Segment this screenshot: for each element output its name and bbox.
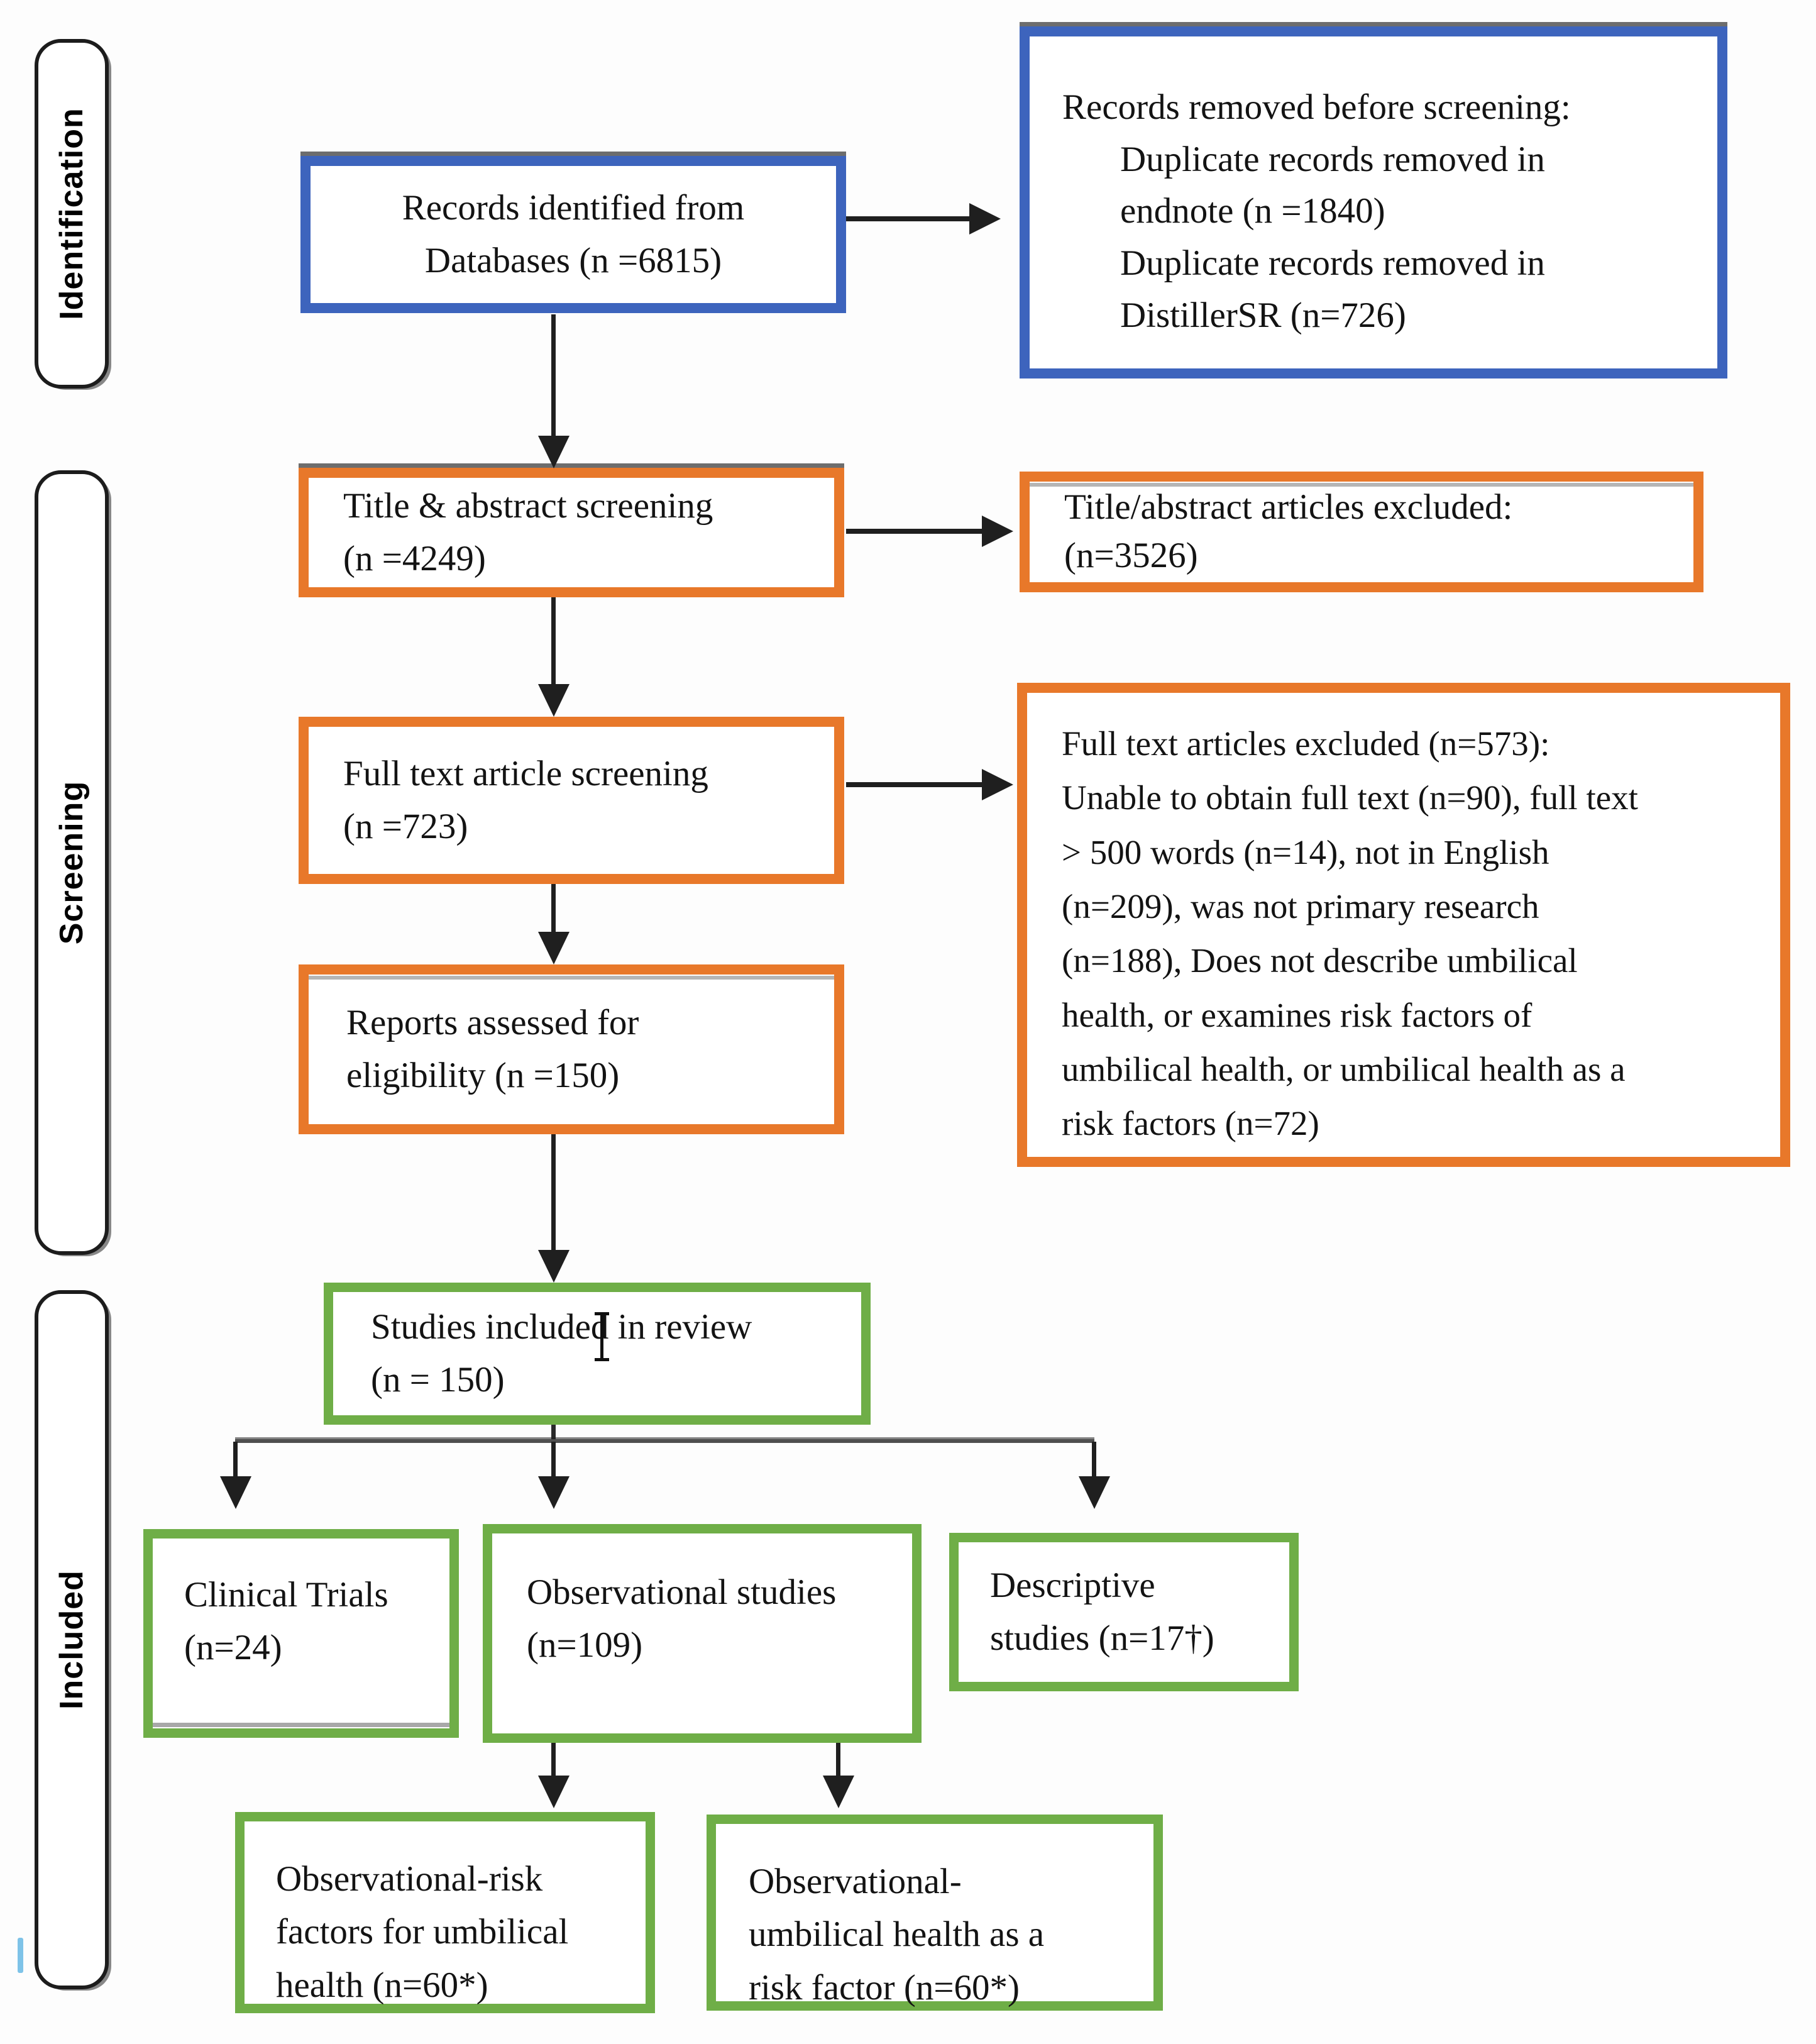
stage-included-label: Included (53, 1570, 91, 1710)
box-reports-assessed: Reports assessed for eligibility (n =150… (299, 964, 844, 1134)
blue-tick-artifact (18, 1938, 23, 1973)
arrow-branch-to-descriptive (1092, 1442, 1096, 1476)
box-observational-studies-text: Observational studies (n=109) (527, 1572, 837, 1666)
box-clinical-trials-text: Clinical Trials (n=24) (184, 1575, 388, 1668)
stage-screening: Screening (35, 470, 109, 1255)
box-observational-risk-factors-text: Observational-risk factors for umbilical… (276, 1859, 569, 2005)
stage-included: Included (35, 1290, 109, 1989)
box-reports-assessed-text: Reports assessed for eligibility (n =150… (346, 1002, 639, 1095)
box-records-removed-item-distillersr: Duplicate records removed in DistillerSR… (1120, 243, 1545, 335)
box-records-removed-title: Records removed before screening: (1062, 87, 1571, 127)
box-observational-risk-factor-outcome-text: Observational- umbilical health as a ris… (749, 1862, 1045, 2008)
arrow-identified-to-title-abstract (551, 314, 556, 436)
connector-included-stub (551, 1425, 556, 1441)
arrow-title-abstract-to-excluded (846, 529, 982, 534)
box-observational-risk-factor-outcome: Observational- umbilical health as a ris… (707, 1815, 1163, 2011)
arrow-branch-to-observational (551, 1442, 556, 1476)
box-title-abstract-excluded-text: Title/abstract articles excluded: (n=352… (1064, 487, 1513, 575)
box-full-text-screening-text: Full text article screening (n =723) (343, 753, 708, 846)
box-records-removed-item-endnote: Duplicate records removed in endnote (n … (1120, 139, 1545, 231)
text-cursor-artifact (595, 1312, 609, 1361)
box-observational-risk-factors: Observational-risk factors for umbilical… (235, 1812, 655, 2013)
stage-screening-label: Screening (53, 780, 91, 945)
stage-identification: Identification (35, 39, 109, 389)
arrow-full-text-to-excluded (846, 782, 982, 787)
arrow-observational-to-risk-factors (551, 1743, 556, 1776)
stage-identification-label: Identification (53, 108, 90, 320)
arrow-branch-to-clinical-trials (233, 1442, 238, 1476)
arrow-observational-to-risk-factor-outcome (836, 1743, 840, 1776)
box-observational-studies: Observational studies (n=109) (483, 1524, 922, 1743)
box-title-abstract-screening: Title & abstract screening (n =4249) (299, 463, 844, 597)
box-clinical-trials: Clinical Trials (n=24) (143, 1529, 459, 1738)
box-records-identified-text: Records identified from Databases (n =68… (402, 187, 745, 280)
box-full-text-screening: Full text article screening (n =723) (299, 717, 844, 884)
box-records-identified: Records identified from Databases (n =68… (300, 152, 846, 313)
arrow-identified-to-removed-before (846, 216, 969, 221)
arrow-full-text-to-reports-assessed (551, 884, 556, 932)
box-studies-included: Studies included in review (n = 150) (324, 1283, 871, 1425)
box-full-text-excluded: Full text articles excluded (n=573): Una… (1017, 683, 1790, 1167)
connector-branch-line (235, 1439, 1094, 1443)
box-full-text-excluded-text: Full text articles excluded (n=573): Una… (1062, 724, 1638, 1143)
arrow-reports-assessed-to-included (551, 1134, 556, 1250)
box-studies-included-text: Studies included in review (n = 150) (371, 1307, 752, 1400)
arrow-title-abstract-to-full-text (551, 597, 556, 684)
box-title-abstract-excluded: Title/abstract articles excluded: (n=352… (1020, 472, 1703, 592)
box-title-abstract-screening-text: Title & abstract screening (n =4249) (343, 485, 713, 578)
box-descriptive-studies: Descriptive studies (n=17†) (949, 1533, 1299, 1691)
box-records-removed-before-screening: Records removed before screening: Duplic… (1020, 22, 1727, 378)
box-descriptive-studies-text: Descriptive studies (n=17†) (990, 1565, 1214, 1658)
